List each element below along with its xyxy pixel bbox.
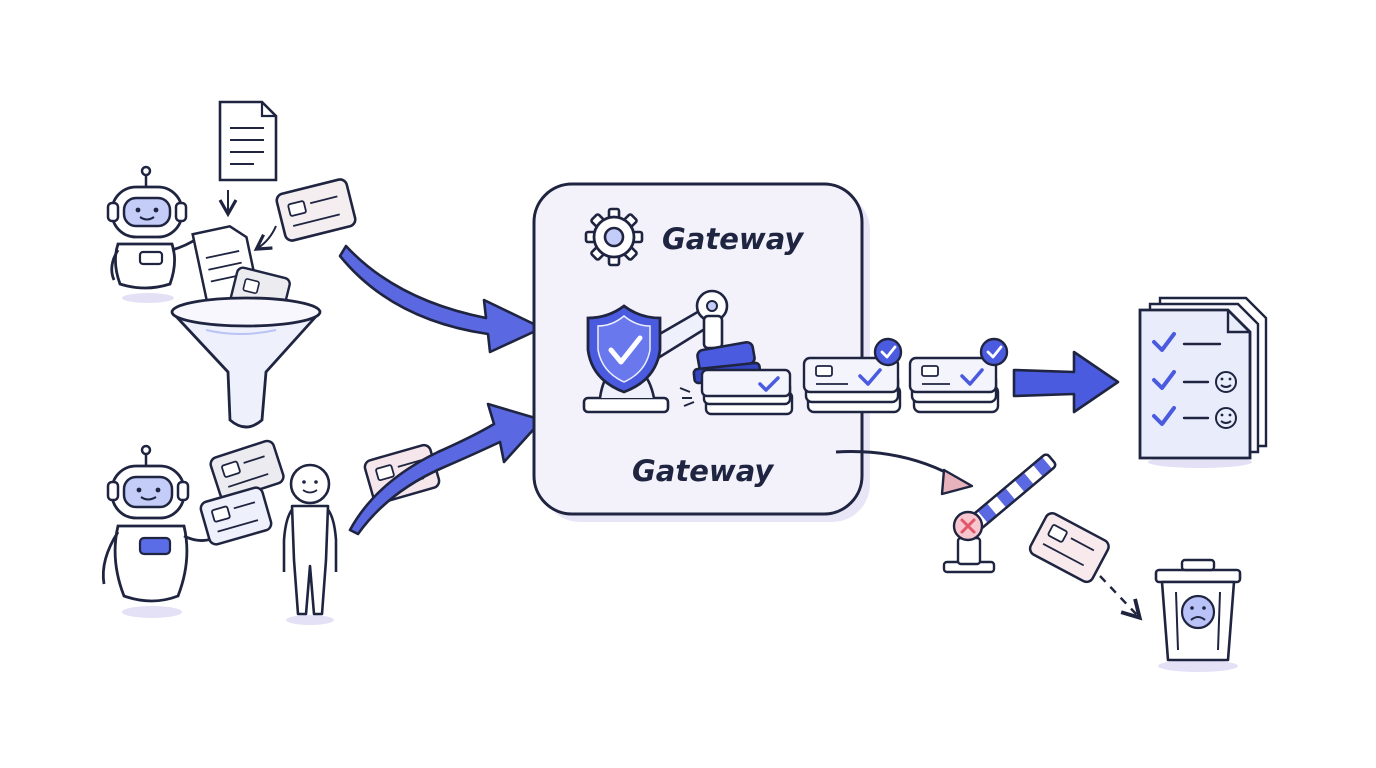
card-stack xyxy=(700,368,794,416)
reject-arrow-head xyxy=(940,468,974,496)
input-arrow-top xyxy=(338,244,544,354)
id-card xyxy=(275,178,357,242)
shield-check-icon xyxy=(586,304,662,394)
gear-icon xyxy=(584,207,644,267)
drop-arrow xyxy=(253,225,277,251)
output-arrow xyxy=(1012,350,1120,414)
checklist-document-icon xyxy=(1138,296,1268,468)
card-stack-approved xyxy=(802,337,903,414)
document-icon xyxy=(218,100,278,182)
gateway-footer-label: Gateway xyxy=(632,454,774,488)
funnel-icon xyxy=(170,296,322,429)
discard-arrow xyxy=(1099,575,1143,621)
x-circle-icon xyxy=(952,510,984,542)
id-card xyxy=(199,486,273,546)
robot-top xyxy=(106,165,199,303)
gateway-header-label: Gateway xyxy=(662,222,804,256)
person-icon xyxy=(282,463,338,625)
id-card xyxy=(1028,512,1110,584)
gateway-panel xyxy=(532,182,870,522)
robot-bottom xyxy=(101,444,215,618)
impact-marks xyxy=(679,387,695,407)
card-stack-approved xyxy=(908,337,1009,414)
trash-can-icon xyxy=(1154,558,1242,672)
